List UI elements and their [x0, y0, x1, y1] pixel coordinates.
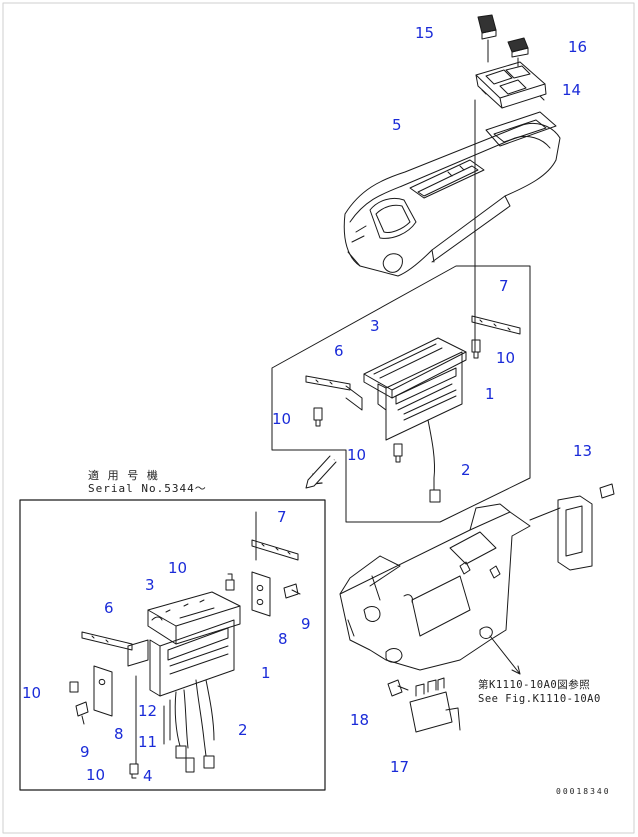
callout-7-inset: 7 [277, 508, 287, 526]
inset-part-8-right [251, 571, 271, 617]
reference-note-en: See Fig.K1110-10A0 [478, 693, 601, 705]
inset-harness-2 [195, 679, 207, 757]
inset-part-3-controller [147, 591, 241, 645]
inset-bolt-9-left [75, 701, 89, 725]
part-14-switch-panel [475, 61, 547, 109]
callout-2-inset: 2 [238, 721, 248, 739]
inset-box [19, 499, 326, 791]
callout-13: 13 [573, 442, 593, 460]
part-10-bolt [471, 339, 481, 359]
callout-6-upper: 6 [334, 342, 344, 360]
callout-9-inset-right: 9 [301, 615, 311, 633]
part-7-bracket [471, 315, 521, 335]
part-1-controller-case [377, 351, 463, 441]
part-3-controller [363, 337, 467, 399]
callout-8-inset-left: 8 [114, 725, 124, 743]
inset-part-9-bolt [283, 583, 301, 599]
callout-8-inset-right: 8 [278, 630, 288, 648]
inset-bolt-10-bottom [129, 763, 139, 779]
callout-10-upper-mid: 10 [347, 446, 367, 464]
frame-mount [339, 503, 531, 671]
inset-bolt-10 [225, 573, 235, 591]
callout-7-upper: 7 [499, 277, 509, 295]
callout-3-upper: 3 [370, 317, 380, 335]
part-2-harness [427, 419, 435, 491]
applicability-label: 適 用 号 機 [88, 469, 159, 482]
callout-18: 18 [350, 711, 370, 729]
callout-2-upper: 2 [461, 461, 471, 479]
callout-15: 15 [415, 24, 435, 42]
inset-bolt-10-left [69, 681, 79, 693]
part-6-bracket [305, 375, 363, 411]
callout-16: 16 [568, 38, 588, 56]
inset-connector-4 [185, 757, 195, 773]
callout-10-upper-left: 10 [272, 410, 292, 428]
part-5-console-cover [343, 111, 561, 277]
callout-9-inset-left: 9 [80, 743, 90, 761]
part-18-bolt [387, 679, 409, 697]
callout-10-inset-left: 10 [22, 684, 42, 702]
inset-part-7 [251, 511, 299, 561]
assembly-frame [271, 265, 531, 523]
inset-part-6-bracket [81, 631, 149, 667]
callout-10-inset-top: 10 [168, 559, 188, 577]
callout-10-upper-right: 10 [496, 349, 516, 367]
figure-code: 00018340 [556, 787, 611, 796]
part-16-switch [507, 37, 529, 58]
callout-1-inset: 1 [261, 664, 271, 682]
callout-17: 17 [390, 758, 410, 776]
part-17-relay [409, 677, 461, 733]
part-15-switch [477, 14, 497, 40]
callout-14: 14 [562, 81, 582, 99]
callout-4: 4 [143, 767, 153, 785]
serial-number-label: Serial No.5344～ [88, 482, 207, 495]
callout-6-inset: 6 [104, 599, 114, 617]
part-13-bracket [557, 483, 615, 571]
callout-11: 11 [138, 733, 158, 751]
callout-10-inset-bottom: 10 [86, 766, 106, 784]
inset-part-8-left [93, 665, 113, 717]
inset-harness-11 [183, 689, 189, 749]
reference-note-jp: 第K1110-10A0図参照 [478, 679, 591, 691]
callout-12: 12 [138, 702, 158, 720]
callout-3-inset: 3 [145, 576, 155, 594]
callout-1-upper: 1 [485, 385, 495, 403]
inset-part-1-case [149, 619, 235, 697]
callout-5: 5 [392, 116, 402, 134]
